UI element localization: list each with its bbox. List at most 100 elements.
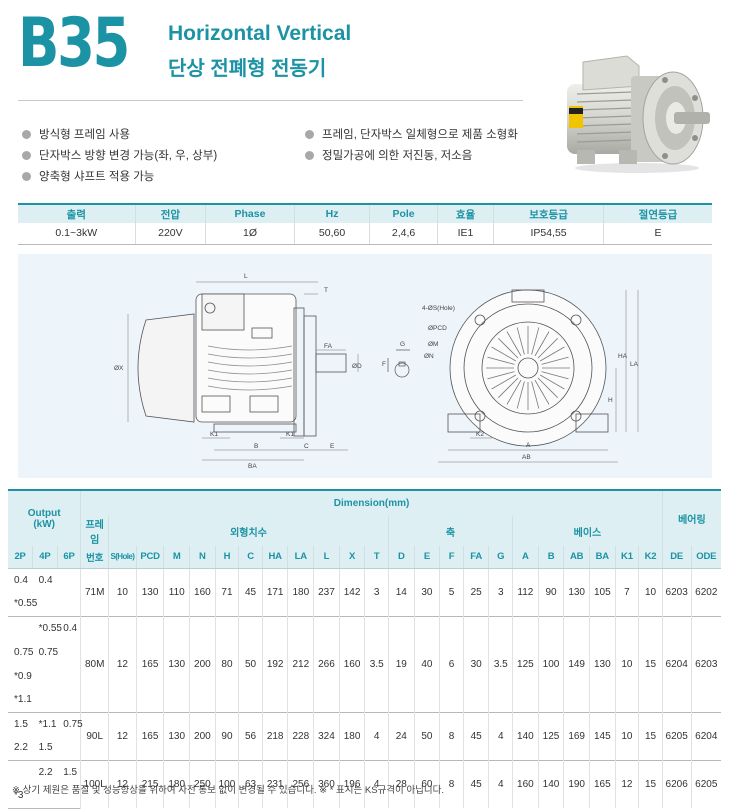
fan-spoke xyxy=(537,338,558,359)
dimension-cell: 250 xyxy=(189,759,216,808)
dimension-cell: 3.5 xyxy=(488,615,513,712)
dimension-cell: 40 xyxy=(413,615,440,712)
dimension-cell: 130 xyxy=(135,567,164,616)
dimension-cell: 12 xyxy=(614,759,639,808)
dimension-cell: 180 xyxy=(163,759,190,808)
feature-item: 정밀가공에 의한 저진동, 저소음 xyxy=(305,147,472,163)
table-row: *1.1 xyxy=(8,688,721,712)
output-cell xyxy=(33,664,58,688)
fan-spoke xyxy=(534,331,550,357)
output-cell xyxy=(57,784,81,809)
dimension-cell: 3 xyxy=(488,567,513,616)
fan-spokes xyxy=(486,326,570,410)
column-header: E xyxy=(413,546,440,569)
fan-spoke xyxy=(506,379,522,405)
fan-spoke xyxy=(498,377,519,398)
dimension-cell: 3.5 xyxy=(364,615,389,712)
column-header: M xyxy=(163,546,190,569)
output-cell: 2.2 xyxy=(32,759,58,784)
dimension-cell: 196 xyxy=(338,759,365,808)
column-header: FA xyxy=(462,546,489,569)
spec-header: Hz xyxy=(293,203,370,223)
dimension-cell: 19 xyxy=(387,615,415,712)
motor-photo xyxy=(567,55,710,173)
dimension-cell: 63 xyxy=(238,759,263,808)
spec-table: 출력 전압 Phase Hz Pole 효율 보호등급 절연등급 0.1~3kW… xyxy=(18,203,712,245)
output-cell xyxy=(57,640,81,664)
dimension-cell: 165 xyxy=(135,711,164,760)
frame-cell: 100L xyxy=(80,759,109,808)
column-header: N xyxy=(189,546,216,569)
label-A: A xyxy=(526,442,531,449)
label-D: ØD xyxy=(352,363,362,370)
label-K1: K1 xyxy=(210,431,218,438)
output-cell: *1.1 xyxy=(32,711,58,736)
spec-header: 출력 xyxy=(18,203,136,223)
dimension-cell: 90 xyxy=(537,567,564,616)
spec-cell: 1Ø xyxy=(205,223,295,245)
column-header: DE xyxy=(661,546,692,569)
column-header: 번호 xyxy=(80,546,109,569)
drawing-svg: L T FA ØX ØD K1 K1 B C E BA F G xyxy=(114,273,639,470)
fan-spoke xyxy=(541,356,569,365)
label-L: L xyxy=(244,273,248,280)
bullet-icon xyxy=(305,150,314,160)
spec-cell: 0.1~3kW xyxy=(18,223,136,245)
bullet-icon xyxy=(22,171,31,181)
dimension-cell: 266 xyxy=(313,615,340,712)
output-cell xyxy=(57,664,81,688)
dimension-cell: 140 xyxy=(537,759,564,808)
label-BA: BA xyxy=(248,463,257,470)
spec-header: 절연등급 xyxy=(602,203,712,223)
dimension-cell: 25 xyxy=(462,567,489,616)
dimension-cell: 12 xyxy=(108,711,137,760)
dimension-cell: 50 xyxy=(413,711,440,760)
label-C: C xyxy=(304,443,309,450)
fan-spoke xyxy=(516,327,525,355)
dimension-cell: 160 xyxy=(189,567,216,616)
label-FA: FA xyxy=(324,343,333,350)
dimension-cell: 165 xyxy=(135,615,164,712)
dimension-cell: 142 xyxy=(338,567,365,616)
title-divider xyxy=(18,100,523,101)
output-cell xyxy=(8,615,33,640)
label-K1: K1 xyxy=(286,431,294,438)
dimension-cell: 4 xyxy=(488,759,513,808)
outer-dimension-header: 외형치수 xyxy=(108,516,389,546)
label-hole: 4-ØS(Hole) xyxy=(422,305,455,312)
dimension-cell: 180 xyxy=(287,567,314,616)
column-header: LA xyxy=(287,546,314,569)
output-cell: *1.1 xyxy=(14,694,32,706)
label-M: ØM xyxy=(428,341,438,348)
label-B: B xyxy=(254,443,258,450)
label-F: F xyxy=(382,361,386,368)
dimension-cell: 130 xyxy=(588,615,616,712)
column-header: A xyxy=(512,546,539,569)
fan-spoke xyxy=(487,371,515,380)
output-cell xyxy=(8,759,33,784)
spec-cell: 50,60 xyxy=(293,223,370,245)
dimension-cell: 4 xyxy=(364,711,389,760)
output-cell: 1.5 xyxy=(57,759,81,784)
label-LA: LA xyxy=(630,361,639,368)
dimension-cell: 100 xyxy=(537,615,564,712)
dimension-cell: 169 xyxy=(563,711,590,760)
output-cell: 0.4 xyxy=(32,567,58,592)
dimension-cell: 4 xyxy=(364,759,389,808)
label-K2: K2 xyxy=(476,431,484,438)
output-cell xyxy=(57,688,81,712)
fan-spoke xyxy=(539,346,565,362)
dimension-cell: 60 xyxy=(413,759,440,808)
spec-header: 효율 xyxy=(436,203,494,223)
dimension-cell: 6204 xyxy=(661,615,692,712)
output-cell xyxy=(57,567,81,592)
dimension-cell: 12 xyxy=(108,759,137,808)
column-header: HA xyxy=(261,546,288,569)
dimension-cell: 56 xyxy=(238,711,263,760)
column-header: H xyxy=(214,546,239,569)
dimension-cell: 6205 xyxy=(690,759,721,808)
